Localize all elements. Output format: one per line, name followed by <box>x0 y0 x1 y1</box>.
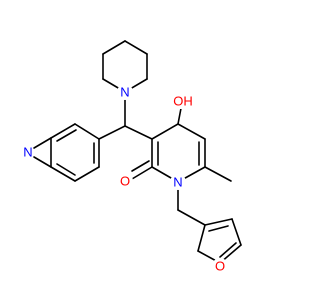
bond <box>197 224 206 252</box>
atom-labels: N OH N O N O <box>20 84 228 274</box>
carbonyl-oxygen-atom: O <box>117 173 133 189</box>
bond <box>98 125 126 140</box>
bond <box>177 209 206 226</box>
molecule-structure-diagram: N OH N O N O <box>0 0 300 300</box>
bond <box>177 123 206 140</box>
background <box>0 0 300 300</box>
bond <box>151 123 179 140</box>
atom-symbol: N <box>173 175 182 190</box>
ring-nitrogen-atom: N <box>170 174 186 190</box>
atom-symbol: O <box>215 259 225 274</box>
atom-symbol: OH <box>173 94 193 109</box>
bond <box>124 125 153 140</box>
bond <box>204 166 232 182</box>
bond-lines <box>50 40 242 264</box>
piperidine-nitrogen-atom: N <box>117 84 133 100</box>
atom-symbol: N <box>23 145 32 160</box>
bond <box>33 156 52 168</box>
bond <box>33 137 52 149</box>
bond <box>74 166 100 182</box>
bond <box>131 166 153 180</box>
atom-symbol: O <box>120 174 130 189</box>
bond <box>56 129 77 142</box>
bond <box>74 123 100 140</box>
bond <box>56 163 76 176</box>
bond <box>50 123 76 139</box>
bond <box>124 40 148 55</box>
pyridine-nitrogen-atom: N <box>20 137 52 168</box>
bond <box>208 225 229 232</box>
bond <box>102 40 126 55</box>
bond <box>204 218 233 226</box>
bond <box>219 242 237 258</box>
bond <box>50 166 76 182</box>
atom-symbol: N <box>120 85 129 100</box>
bond <box>131 160 150 172</box>
hydroxyl-oxygen-atom: OH <box>172 93 194 109</box>
bond <box>231 218 242 246</box>
furan-oxygen-atom: O <box>212 258 228 274</box>
